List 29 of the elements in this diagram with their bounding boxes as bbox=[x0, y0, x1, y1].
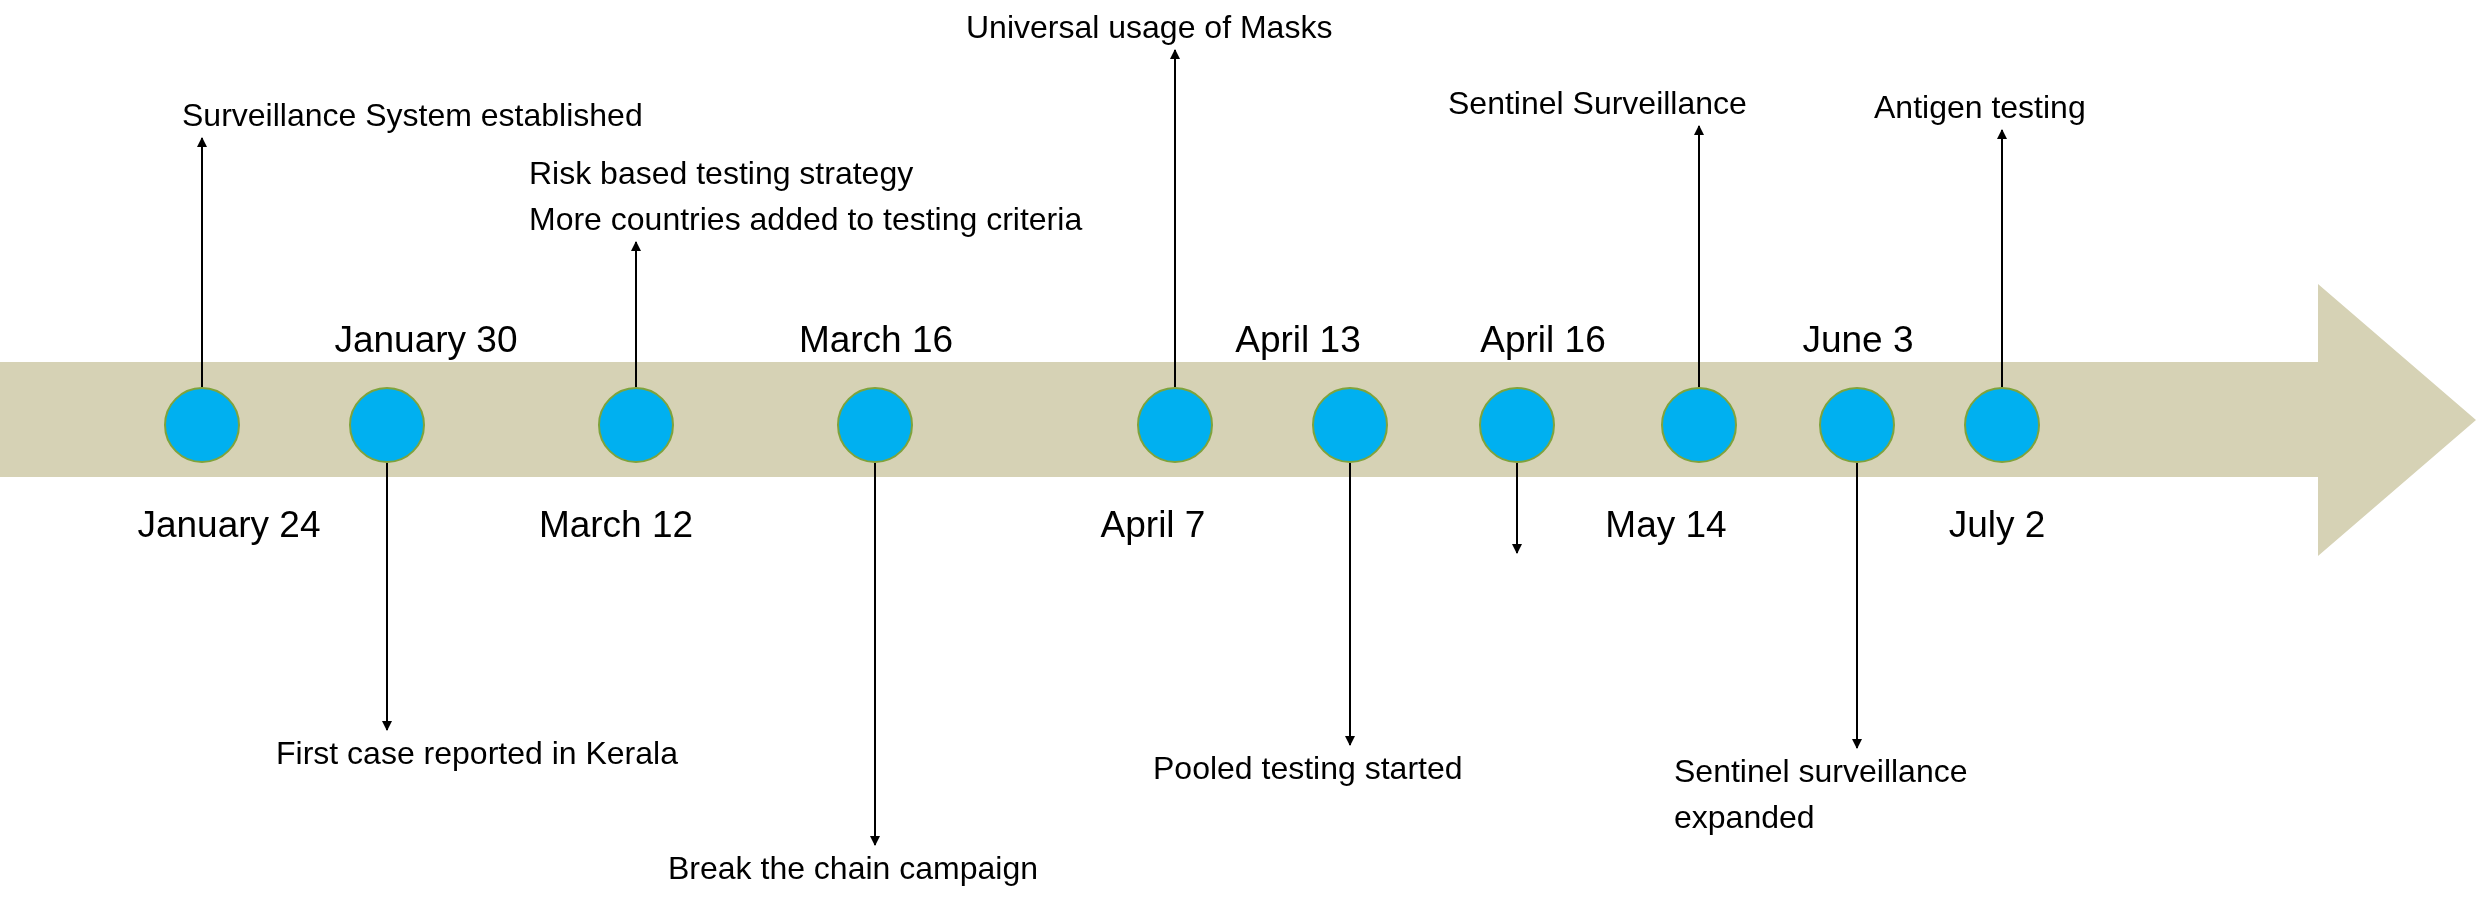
date-label: March 12 bbox=[538, 503, 694, 547]
arrow bbox=[382, 462, 392, 731]
date-label: April 13 bbox=[1235, 318, 1361, 362]
event-text: Sentinel surveillance expanded bbox=[1674, 748, 2034, 840]
event-text: First case reported in Kerala bbox=[276, 730, 678, 776]
event-text: Sentinel Surveillance bbox=[1448, 80, 1747, 126]
arrow bbox=[197, 137, 207, 388]
date-label: May 14 bbox=[1605, 503, 1727, 547]
event-text: Pooled testing started bbox=[1153, 745, 1463, 791]
date-label: April 16 bbox=[1480, 318, 1606, 362]
event-text: Risk based testing strategy More countries added to testing criteria bbox=[529, 150, 1083, 242]
arrow bbox=[1512, 462, 1522, 554]
arrow bbox=[631, 241, 641, 388]
event-text: Antigen testing bbox=[1874, 84, 2086, 130]
date-label: March 16 bbox=[798, 318, 954, 362]
date-label: January 24 bbox=[137, 503, 321, 547]
date-label: June 3 bbox=[1802, 318, 1914, 362]
arrow bbox=[1345, 462, 1355, 746]
date-label: July 2 bbox=[1948, 503, 2046, 547]
arrow bbox=[1170, 49, 1180, 388]
arrow bbox=[1997, 129, 2007, 388]
event-text: Break the chain campaign bbox=[668, 845, 1038, 891]
event-text: Surveillance System established bbox=[182, 92, 643, 138]
arrow bbox=[1694, 125, 1704, 388]
arrow bbox=[1852, 462, 1862, 749]
arrow bbox=[870, 462, 880, 846]
date-label: April 7 bbox=[1100, 503, 1206, 547]
event-text: Universal usage of Masks bbox=[966, 4, 1333, 50]
date-label: January 30 bbox=[334, 318, 518, 362]
